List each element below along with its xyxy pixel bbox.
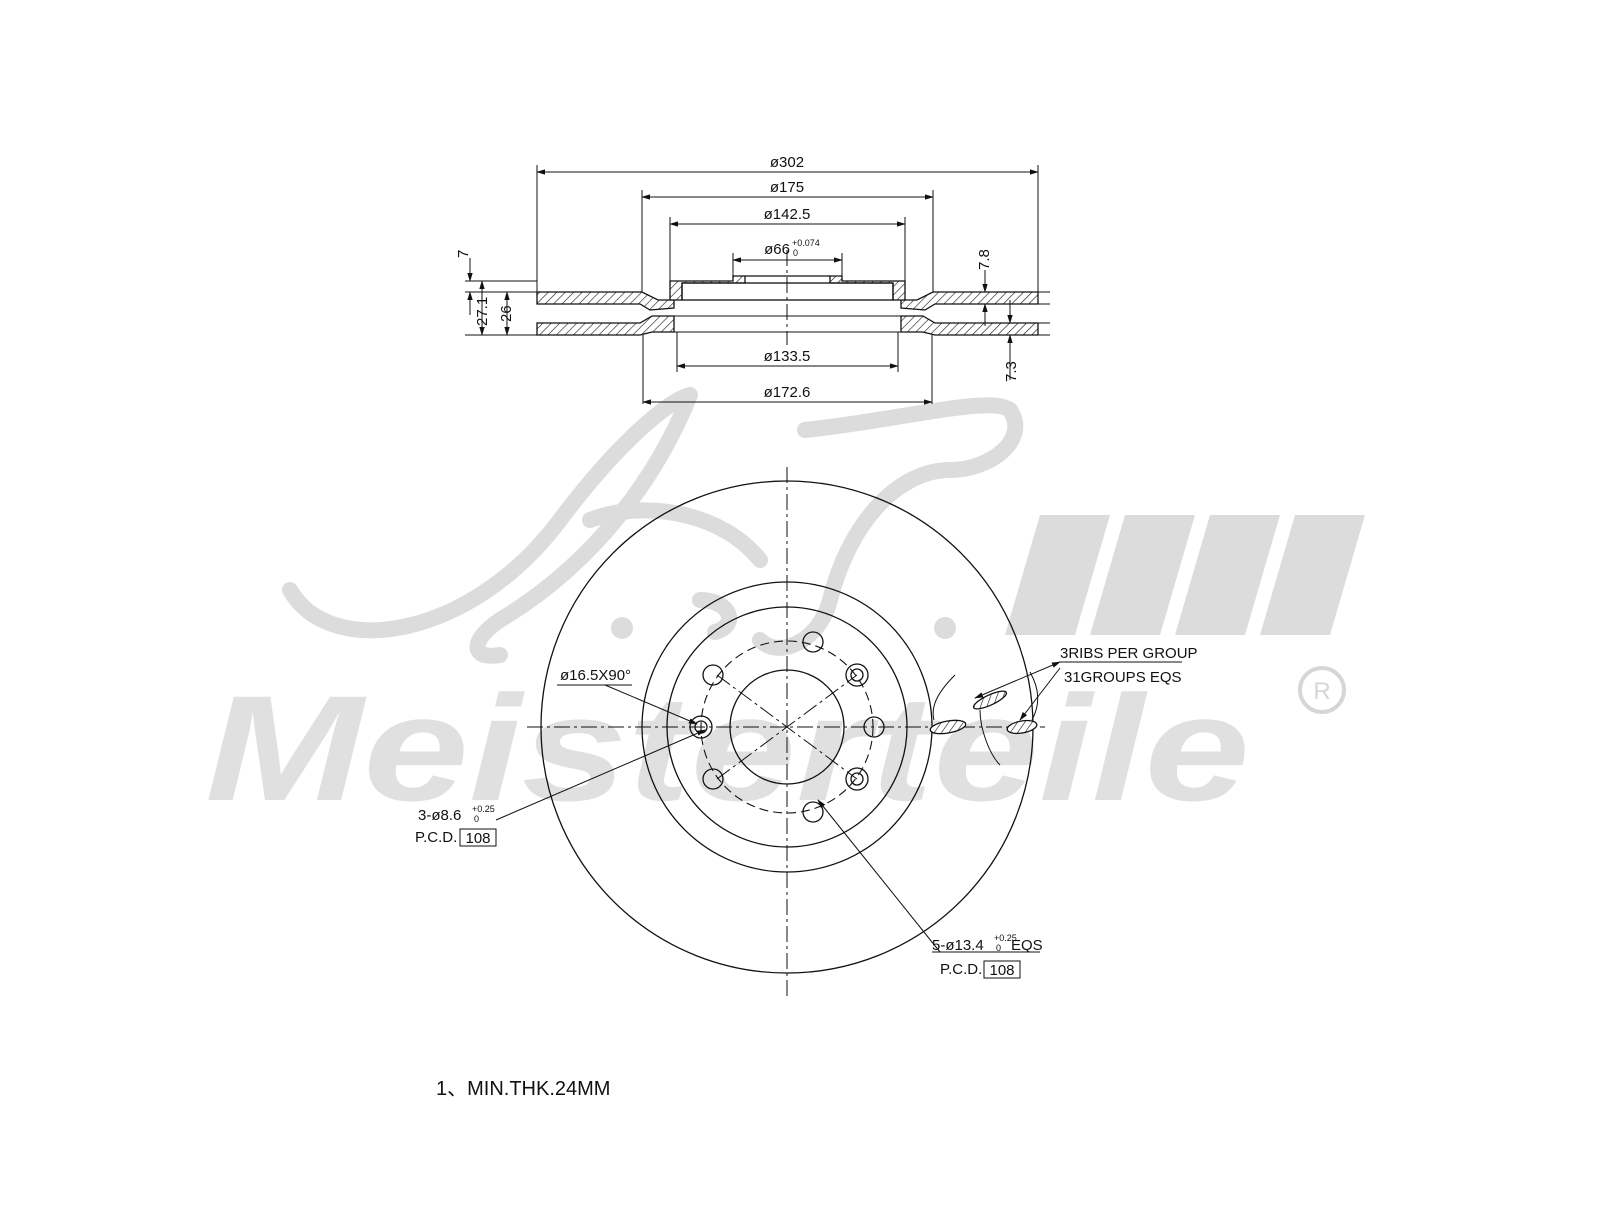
dim-center-bore: ø66 +0.074 0: [732, 238, 843, 276]
dim-thk-73-label: 7.3: [1003, 361, 1020, 382]
dim-overall-label: ø302: [770, 154, 804, 171]
bolt-holes-tol-lower: 0: [996, 943, 1001, 953]
dim-175: ø175: [641, 179, 934, 292]
small-hole: [802, 631, 824, 653]
dim-thk-78-label: 7.8: [976, 249, 993, 270]
registered-mark-icon: R: [1298, 666, 1346, 714]
small-holes-tol-upper: +0.25: [472, 804, 495, 814]
dim-center-bore-label: ø66: [764, 241, 790, 258]
bolt-hole: [845, 767, 869, 791]
small-hole: [702, 664, 724, 686]
watermark-script-logo: [282, 387, 1024, 664]
hub-flange-right: [829, 275, 906, 301]
bolt-holes-label: 5-ø13.4: [932, 937, 984, 954]
small-pcd-label: P.C.D.: [415, 829, 457, 846]
leader-chamfer: [604, 684, 698, 725]
small-pcd-value: 108: [465, 830, 490, 847]
leader-small-holes: [495, 729, 706, 821]
bolt-pcd-box: [983, 960, 1021, 979]
section-view: ø302 ø175 ø142.5 ø66 +0.074 0 ø133.5: [455, 154, 1050, 405]
left-lower-plate: [536, 315, 675, 336]
ribs-label-1: 3RIBS PER GROUP: [1060, 645, 1198, 662]
small-hole: [863, 716, 885, 738]
dim-center-bore-tol-lower: 0: [793, 248, 798, 258]
small-holes-tol-lower: 0: [474, 814, 479, 824]
dim-thk-right: 7.8 7.3: [976, 249, 1050, 382]
bolt-pcd-label: P.C.D.: [940, 961, 982, 978]
chamfer-label: ø16.5X90°: [560, 667, 631, 684]
dim-thk-left: 7 27.1 26: [455, 250, 537, 336]
dim-133-label: ø133.5: [764, 348, 811, 365]
right-upper-plate: [900, 291, 1039, 311]
dim-133: ø133.5: [676, 332, 899, 372]
note-min-thickness: 1、MIN.THK.24MM: [436, 1078, 610, 1100]
diagonal-centerline-2: [716, 674, 858, 780]
dim-thk-7-label: 7: [455, 250, 472, 258]
small-pcd-box: [459, 828, 497, 847]
front-view: ø16.5X90° 3-ø8.6 +0.25 0 P.C.D. 108 5-ø1…: [415, 467, 1198, 1000]
left-upper-plate: [536, 291, 675, 311]
hub-flange-left: [669, 275, 746, 301]
small-holes-label: 3-ø8.6: [418, 807, 461, 824]
small-hole: [702, 768, 724, 790]
dim-overall: ø302: [536, 154, 1039, 292]
ribs-label-2: 31GROUPS EQS: [1064, 669, 1182, 686]
bolt-pcd-value: 108: [989, 962, 1014, 979]
dim-142: ø142.5: [669, 206, 906, 281]
dim-172-label: ø172.6: [764, 384, 811, 401]
bolt-holes-suffix: EQS: [1011, 937, 1043, 954]
watermark: Meisterteile R: [205, 387, 1365, 832]
ribs-detail: [929, 661, 1182, 766]
dim-thk-26-label: 26: [498, 305, 515, 322]
dim-center-bore-tol-upper: +0.074: [792, 238, 820, 248]
dim-172: ø172.6: [642, 335, 933, 405]
watermark-stripes-logo: [1005, 515, 1365, 635]
right-lower-plate: [900, 315, 1039, 336]
leader-bolt-holes: [817, 799, 941, 953]
registered-mark-letter: R: [1313, 678, 1330, 705]
bolt-hole: [845, 663, 869, 687]
dim-175-label: ø175: [770, 179, 804, 196]
small-hole: [802, 801, 824, 823]
watermark-brand: Meisterteile: [205, 664, 1250, 832]
bolt-holes-tol-upper: +0.25: [994, 933, 1017, 943]
dim-thk-27-label: 27.1: [474, 297, 491, 326]
dim-142-label: ø142.5: [764, 206, 811, 223]
